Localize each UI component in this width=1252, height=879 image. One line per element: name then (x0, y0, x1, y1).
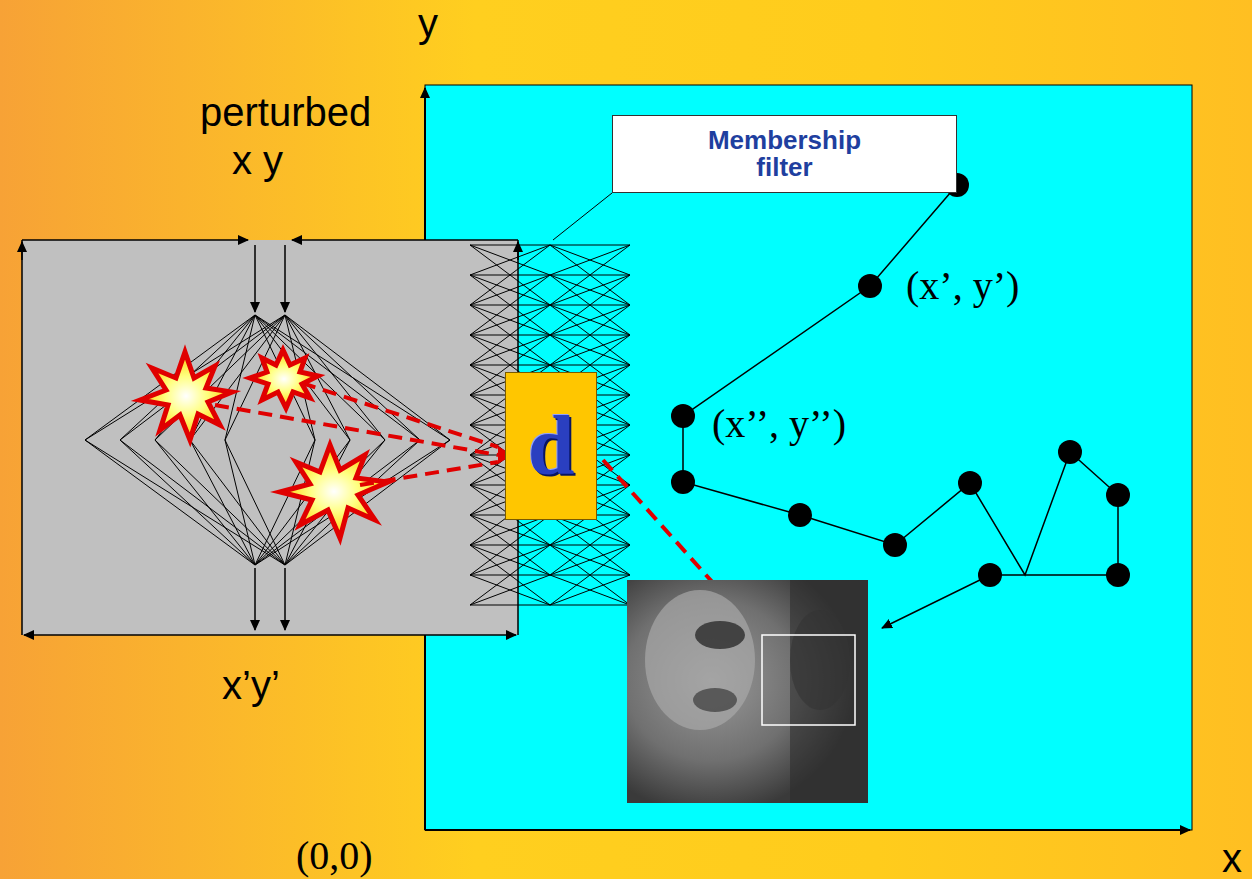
node-text: Membership filter (697, 127, 872, 182)
label: y (418, 3, 438, 43)
face-image (627, 580, 868, 803)
network-panel (22, 240, 518, 635)
node-text: d (528, 404, 575, 488)
label: perturbed (200, 92, 371, 132)
label: (0,0) (296, 836, 373, 876)
label: (x’, y’) (906, 266, 1019, 306)
label: x’y’ (222, 665, 280, 705)
autoencoder-net (85, 315, 450, 565)
label: x y (232, 140, 283, 180)
plane (425, 85, 1192, 830)
callout-box: Membership filter (612, 115, 957, 193)
label: (x’’, y’’) (712, 404, 846, 444)
perturbation-bursts (140, 350, 388, 538)
trajectory (671, 173, 1130, 628)
x-axis (425, 829, 1190, 831)
distance-box: d (505, 372, 597, 520)
label: x (1222, 838, 1242, 878)
leader-line (553, 193, 612, 240)
filter-net (470, 245, 630, 605)
